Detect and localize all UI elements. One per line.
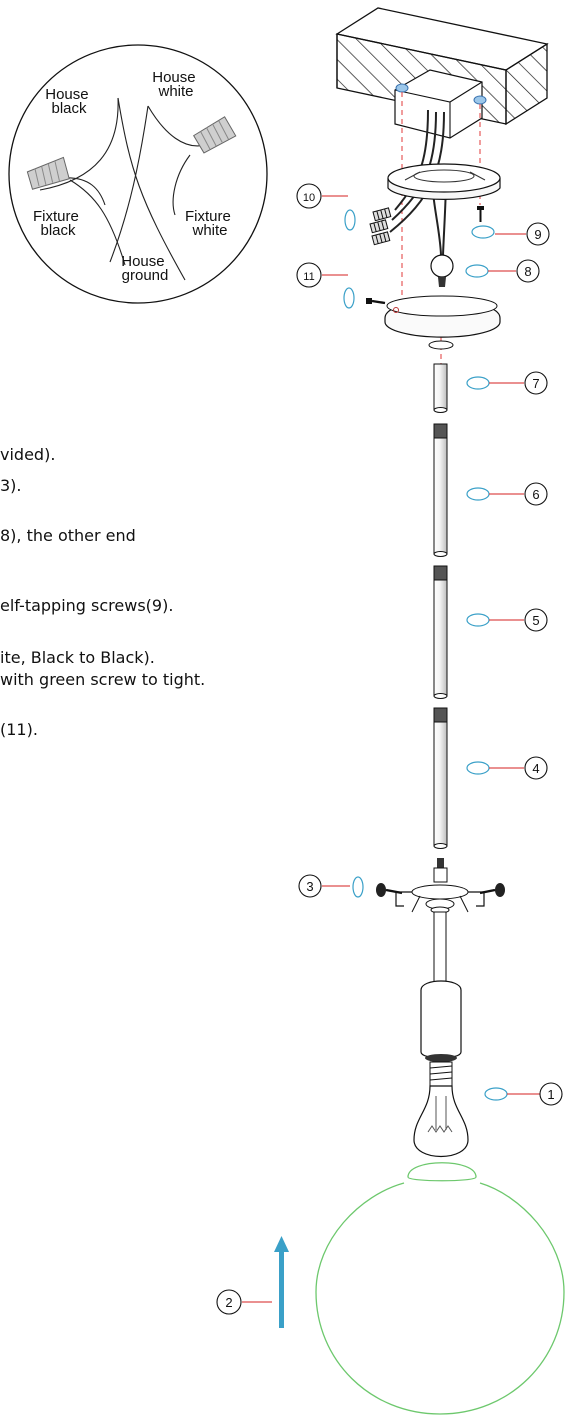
swivel-ball [430, 254, 454, 287]
rotate-icon-4 [466, 761, 490, 775]
rotate-icon-1 [484, 1087, 508, 1101]
callout-9 [526, 222, 550, 246]
callout-1 [539, 1082, 563, 1106]
callout-label-2: 2 [225, 1295, 232, 1310]
callout-7 [524, 371, 548, 395]
callout-11 [296, 262, 322, 288]
rotation-arrows [343, 209, 508, 1101]
label-fixture-black: Fixture black [33, 208, 83, 239]
step-text-2: 3). [0, 476, 22, 495]
install-direction-arrow-icon [274, 1236, 289, 1328]
callout-label-7: 7 [532, 376, 539, 391]
step-text-7: (11). [0, 720, 38, 739]
rotate-icon-5 [466, 613, 490, 627]
downrod-7 [433, 363, 448, 413]
callout-4 [524, 756, 548, 780]
glass-globe [315, 1162, 565, 1415]
shade-fitter [395, 858, 485, 983]
thumb-screw-left-icon [376, 883, 403, 897]
house-ground-wire [69, 179, 126, 266]
callout-label-4: 4 [532, 761, 539, 776]
step-text-5: ite, Black to Black). [0, 648, 155, 667]
rotate-icon-9 [471, 225, 495, 239]
callout-label-8: 8 [524, 264, 531, 279]
wire-nut-right-icon [193, 116, 237, 154]
downrod-4 [433, 707, 448, 849]
callout-label-5: 5 [532, 613, 539, 628]
step-text-3: 8), the other end [0, 526, 136, 545]
cross-wire [109, 105, 149, 263]
callout-2 [216, 1289, 242, 1315]
canopy [384, 295, 501, 350]
rotate-icon-6 [466, 487, 490, 501]
downrod-5 [433, 565, 448, 699]
wire-nuts-cluster-icon [369, 207, 392, 246]
rotate-icon-8 [465, 264, 489, 278]
label-house-white: House white [152, 69, 200, 100]
callout-8 [516, 259, 540, 283]
canopy-set-screw-icon [366, 298, 386, 305]
wiring-inset: House black House white Fixture black Fi… [8, 44, 268, 304]
callout-6 [524, 482, 548, 506]
downrod-6 [433, 423, 448, 557]
callout-circles [216, 183, 563, 1315]
rotate-icon-11 [343, 287, 355, 309]
junction-box [394, 69, 487, 139]
house-black-wire [39, 97, 119, 191]
rotate-icon-10 [344, 209, 356, 231]
box-screw-right-icon [473, 95, 487, 105]
light-bulb-icon [413, 1061, 469, 1158]
house-white-curve [117, 97, 186, 281]
wire-nut-left-icon [26, 156, 70, 190]
step-text-1: vided). [0, 445, 56, 464]
inset-circle [8, 44, 268, 304]
callout-label-11: 11 [303, 271, 314, 283]
callout-5 [524, 608, 548, 632]
callout-10 [296, 183, 322, 209]
label-fixture-white: Fixture white [185, 208, 235, 239]
mounting-screw-icon [477, 206, 484, 222]
thumb-screw-right-icon [479, 883, 505, 897]
callout-label-6: 6 [532, 487, 539, 502]
callout-label-9: 9 [534, 227, 541, 242]
mounting-plate [387, 163, 501, 200]
step-text-6: with green screw to tight. [0, 670, 206, 689]
callout-3 [298, 874, 322, 898]
box-screw-left-icon [395, 83, 409, 93]
rotate-icon-7 [466, 376, 490, 390]
label-house-ground: House ground [121, 253, 169, 284]
callout-label-10: 10 [303, 192, 315, 204]
label-house-black: House black [45, 86, 93, 117]
step-text-4: elf-tapping screws(9). [0, 596, 174, 615]
fixture-white-wire [172, 154, 191, 216]
callout-label-1: 1 [547, 1087, 554, 1102]
rotate-icon-3 [352, 876, 364, 898]
lamp-socket [420, 980, 462, 1062]
leader-lines [242, 195, 540, 1303]
callout-label-3: 3 [306, 879, 313, 894]
